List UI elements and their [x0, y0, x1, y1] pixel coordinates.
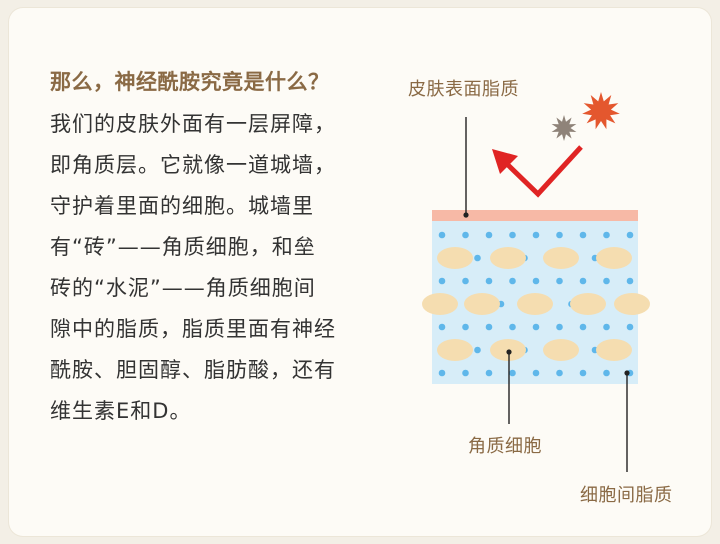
lipid-dot: [485, 231, 493, 239]
section-heading: 那么，神经酰胺究竟是什么？: [50, 70, 330, 94]
lipid-dot: [485, 277, 493, 285]
lipid-dot: [532, 277, 540, 285]
corneocyte-cell: [570, 293, 606, 315]
lipid-dot: [474, 346, 481, 354]
lipid-dot: [579, 369, 587, 377]
lipid-dot: [603, 277, 610, 285]
small-spark-icon: [551, 115, 577, 141]
lipid-dot: [603, 323, 610, 331]
sun-spark-icon: [582, 92, 620, 130]
body-line-5: 砖的“水泥”——角质细胞间: [50, 276, 316, 300]
lipid-dot: [556, 231, 563, 239]
lipid-dot: [438, 231, 446, 239]
corneocyte-cell: [614, 293, 650, 315]
lipid-dot: [579, 277, 587, 285]
corneocyte-cell: [596, 339, 632, 361]
uv-arrow-icon: [492, 145, 583, 198]
lipid-dot: [474, 254, 481, 262]
body-line-4: 有“砖”——角质细胞，和垒: [50, 235, 316, 259]
body-line-8: 维生素E和D。: [50, 399, 192, 423]
corneocyte-label: 角质细胞: [468, 436, 542, 457]
surface-lipid-pointer: [463, 212, 469, 218]
corneocyte-cell: [422, 293, 458, 315]
lipid-dot: [509, 369, 516, 377]
lipid-dot: [556, 277, 563, 285]
lipid-dot: [462, 277, 469, 285]
lipid-dot: [438, 323, 446, 331]
corneocyte-cell: [596, 247, 632, 269]
lipid-dot: [462, 369, 469, 377]
lipid-dot: [438, 369, 446, 377]
body-line-2: 即角质层。它就像一道城墙，: [50, 153, 336, 177]
lipid-dot: [485, 369, 493, 377]
corneocyte-cell: [437, 339, 473, 361]
corneocyte-pointer: [506, 349, 512, 355]
lipid-dot: [438, 277, 446, 285]
lipid-dot: [532, 369, 540, 377]
lipid-dot: [462, 323, 469, 331]
lipid-dot: [462, 231, 469, 239]
body-line-6: 隙中的脂质，脂质里面有神经: [50, 317, 336, 341]
lipid-dot: [626, 323, 634, 331]
lipid-dot: [579, 231, 587, 239]
lipid-pointer: [624, 370, 630, 376]
surface-lipid-label: 皮肤表面脂质: [408, 79, 519, 100]
body-line-7: 酰胺、胆固醇、脂肪酸，还有: [50, 358, 336, 382]
body-line-1: 我们的皮肤外面有一层屏障，: [50, 112, 336, 136]
corneocyte-cell: [437, 247, 473, 269]
intercellular-lipid-label: 细胞间脂质: [580, 485, 673, 506]
corneocyte-cell: [490, 247, 526, 269]
lipid-dot: [603, 231, 610, 239]
corneocyte-cell: [543, 339, 579, 361]
lipid-dot: [626, 231, 634, 239]
lipid-dot: [626, 277, 634, 285]
lipid-dot: [603, 369, 610, 377]
lipid-dot: [485, 323, 493, 331]
lipid-dot: [579, 323, 587, 331]
body-line-3: 守护着里面的细胞。城墙里: [50, 194, 314, 218]
lipid-dot: [532, 231, 540, 239]
corneocyte-cell: [543, 247, 579, 269]
text-block: 那么，神经酰胺究竟是什么？ 我们的皮肤外面有一层屏障， 即角质层。它就像一道城墙…: [50, 66, 380, 432]
corneocyte-cells: [422, 247, 650, 361]
lipid-dot: [509, 277, 516, 285]
corneocyte-cell: [464, 293, 500, 315]
lipid-dot: [532, 323, 540, 331]
lipid-dot: [556, 323, 563, 331]
lipid-dot: [509, 231, 516, 239]
lipid-dot: [509, 323, 516, 331]
lipid-dot: [556, 369, 563, 377]
surface-lipid-layer: [432, 210, 638, 221]
corneocyte-cell: [517, 293, 553, 315]
